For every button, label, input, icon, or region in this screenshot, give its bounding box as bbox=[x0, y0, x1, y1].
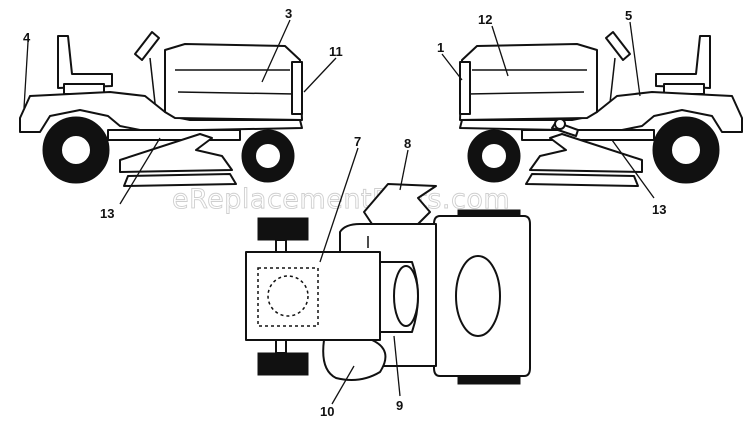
right-side-view bbox=[459, 31, 743, 187]
callout-8: 8 bbox=[404, 136, 411, 151]
callout-4: 4 bbox=[23, 30, 31, 45]
callout-10: 10 bbox=[320, 404, 334, 419]
callout-labels: 4 3 11 13 1 12 5 13 7 8 9 10 bbox=[23, 6, 666, 419]
callout-7: 7 bbox=[354, 134, 361, 149]
callout-13-left: 13 bbox=[100, 206, 114, 221]
callout-11: 11 bbox=[329, 44, 343, 59]
leader-lines bbox=[23, 19, 655, 405]
callout-9: 9 bbox=[396, 398, 403, 413]
callout-13-right: 13 bbox=[652, 202, 666, 217]
lever-detail bbox=[551, 118, 579, 137]
callout-5: 5 bbox=[625, 8, 632, 23]
top-view bbox=[245, 183, 531, 385]
callout-3: 3 bbox=[285, 6, 292, 21]
callout-1: 1 bbox=[437, 40, 444, 55]
callout-12: 12 bbox=[478, 12, 492, 27]
left-side-view bbox=[19, 31, 303, 187]
